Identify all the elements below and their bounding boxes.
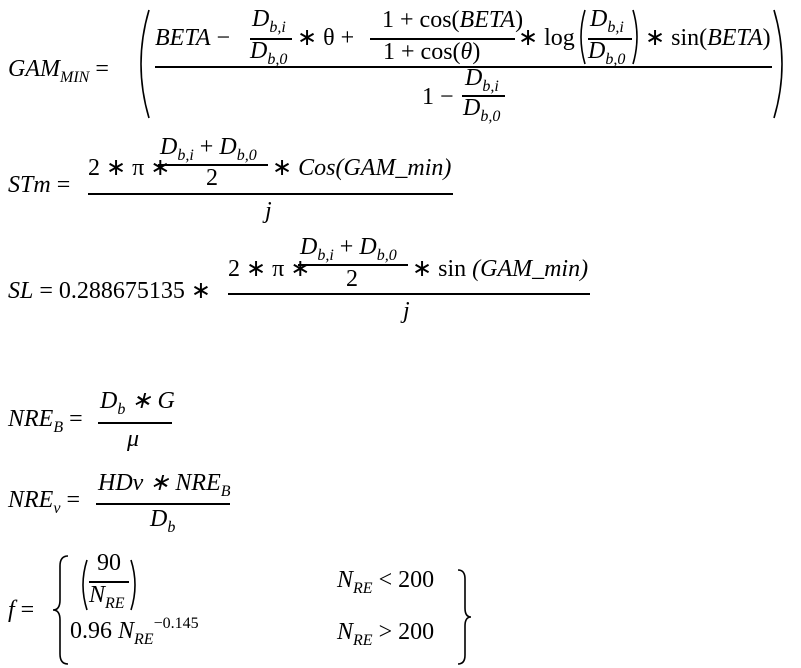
right-brace-icon — [457, 569, 472, 665]
left-brace-icon — [52, 555, 69, 665]
fraction-bar — [370, 38, 515, 40]
left-paren-icon — [82, 559, 88, 611]
fraction-bar — [462, 95, 505, 97]
main-fraction-bar — [228, 293, 590, 295]
left-paren-icon — [580, 9, 586, 65]
right-paren-icon — [632, 9, 638, 65]
fraction-bar — [89, 581, 129, 583]
right-paren-icon — [130, 559, 136, 611]
fraction-bar — [96, 503, 230, 505]
main-fraction-bar — [88, 193, 453, 195]
fraction-bar — [98, 422, 172, 424]
fraction-bar — [158, 164, 268, 166]
main-fraction-bar — [155, 66, 772, 68]
right-paren-icon — [773, 9, 783, 119]
fraction-bar — [588, 38, 632, 40]
fraction-bar — [298, 264, 408, 266]
fraction-bar — [250, 38, 292, 40]
gam-min-lhs: GAMMIN = — [8, 56, 109, 86]
left-paren-icon — [140, 9, 150, 119]
